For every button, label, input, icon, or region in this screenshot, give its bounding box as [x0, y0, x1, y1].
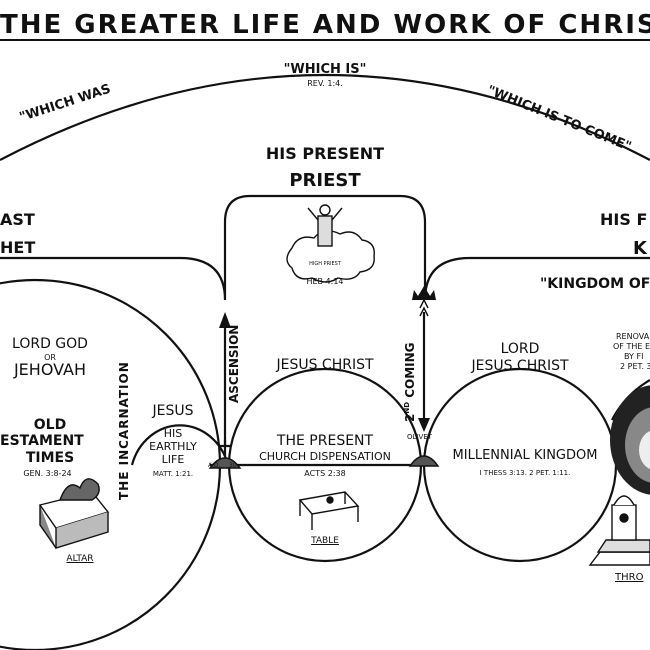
millennial-reference: I Thess 3:13. 2 Pet. 1:11.: [479, 469, 571, 477]
present-office-line2: Priest: [289, 170, 361, 191]
second-coming-word: Coming: [403, 342, 417, 398]
jesus-heading: Jesus: [152, 403, 194, 419]
crown-icon: [412, 286, 436, 300]
lord-heading: Lord: [500, 341, 540, 357]
page-title: The Greater Life And Work Of Christ: [0, 10, 650, 40]
present-office-reference: Heb 4:14: [306, 277, 344, 286]
which-is-reference: Rev. 1:4.: [307, 79, 343, 88]
earthly-life-reference: Matt. 1:21.: [152, 470, 194, 478]
ascension-label: Ascension: [227, 324, 241, 403]
old-testament-reference: Gen. 3:8-24: [23, 469, 72, 478]
earthly-life-line1: His: [163, 427, 183, 440]
old-testament-line1: Old: [33, 417, 67, 433]
lord-god-heading: Lord God: [12, 336, 88, 352]
past-office-line2: het: [0, 238, 36, 257]
throne-drawing: [588, 495, 650, 566]
table-drawing: [298, 491, 360, 530]
ascension-arrow-head: [219, 312, 231, 328]
church-line2: Church Dispensation: [259, 450, 391, 463]
earthly-life-line2: Earthly: [149, 440, 197, 453]
past-office-line1: ast: [0, 210, 35, 229]
earthly-life-line3: Life: [161, 453, 185, 466]
renovation-line1: Renova: [616, 332, 650, 341]
jehovah-heading: Jehovah: [13, 360, 87, 379]
olivet-label: Olivet: [407, 433, 432, 441]
old-testament-line3: Times: [25, 450, 75, 466]
high-priest-caption: High Priest: [309, 261, 341, 267]
table-label: Table: [311, 536, 339, 546]
altar-drawing: [38, 478, 110, 549]
second-coming-arrow-head: [418, 418, 430, 432]
or-label: or: [44, 353, 56, 362]
lord-jesus-christ-heading: Jesus Christ: [471, 358, 569, 374]
top-arc: [0, 74, 650, 161]
earthly-life-arc: [130, 424, 230, 466]
which-is-label: "Which Is": [283, 62, 367, 77]
second-coming-label: 2nd Coming: [403, 342, 417, 422]
high-priest-figure: [286, 204, 375, 283]
jesus-christ-heading: Jesus Christ: [276, 357, 374, 373]
ad-label: A.D.: [208, 462, 221, 469]
renovation-line2: Of The E: [613, 342, 650, 351]
olivet-mound-icon: [408, 455, 440, 467]
altar-label: Altar: [66, 554, 94, 564]
church-reference: Acts 2:38: [304, 469, 346, 478]
renovation-line4: 2 Pet. 3: [620, 362, 650, 371]
millennial-kingdom-label: Millennial Kingdom: [452, 448, 598, 463]
priest-bracket: [0, 194, 650, 301]
cross-icon: [219, 440, 231, 456]
future-office-line2: K: [633, 238, 647, 259]
ad-year-label: 30: [229, 462, 237, 469]
future-office-line1: His F: [600, 210, 648, 229]
throne-label: Thro: [615, 572, 644, 583]
future-office-subtitle: "Kingdom Of T: [540, 276, 650, 292]
second-coming-number: 2: [403, 413, 417, 422]
second-coming-suffix: nd: [403, 401, 411, 414]
incarnation-label: The Incarnation: [117, 361, 131, 500]
fire-ball-drawing: [610, 385, 650, 495]
renovation-line3: By Fi: [624, 352, 644, 361]
millennial-circle: [422, 367, 618, 563]
church-line1: The Present: [276, 433, 374, 449]
old-testament-line2: estament: [0, 433, 84, 449]
tomb-icon: [208, 457, 242, 469]
present-office-line1: His Present: [265, 144, 385, 163]
